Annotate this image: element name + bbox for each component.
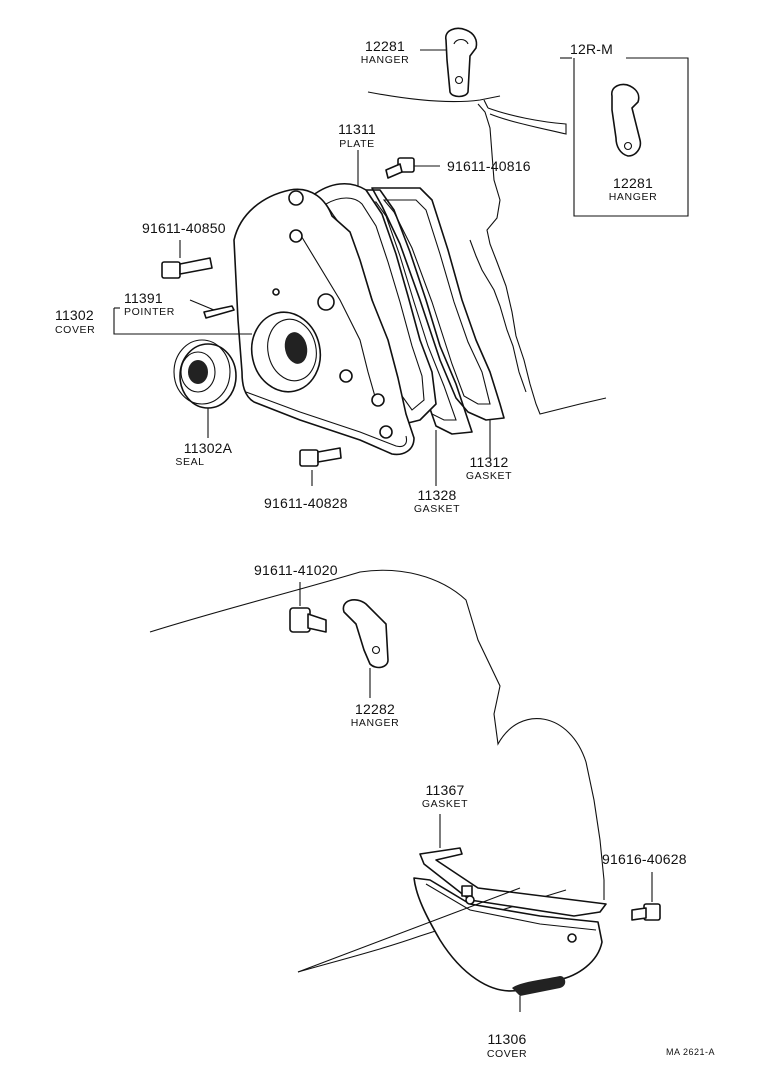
label-11328-number: 11328 (417, 487, 457, 503)
bolt-91611-40828-shape (299, 447, 342, 486)
label-11302a-number: 11302A (183, 440, 233, 456)
gasket-11312-shape (371, 187, 505, 458)
label-11312-name: GASKET (465, 470, 513, 482)
label-12281-top-number: 12281 (365, 38, 405, 54)
variant-box-title: 12R-M (570, 41, 614, 57)
label-12281-box-number: 12281 (613, 175, 653, 191)
bolt-91611-40850-shape (161, 240, 213, 279)
variant-box-12r-m (483, 57, 689, 217)
label-91611-40828: 91611-40828 (264, 495, 348, 511)
label-91611-40816: 91611-40816 (447, 158, 531, 174)
label-91616-40628: 91616-40628 (602, 851, 687, 867)
diagram-code: MA 2621-A (666, 1047, 716, 1057)
oil-pan-cover-11306-shape (413, 877, 603, 1012)
label-11311-number: 11311 (338, 121, 376, 137)
label-11367-name: GASKET (421, 798, 469, 810)
bolt-91611-41020-shape (289, 582, 327, 633)
pointer-11391-shape (189, 299, 235, 319)
label-11302a-name: SEAL (175, 456, 205, 468)
label-12281-box-name: HANGER (608, 191, 658, 203)
label-11306-number: 11306 (487, 1031, 527, 1047)
label-12281-top-name: HANGER (360, 54, 410, 66)
label-91611-40850: 91611-40850 (142, 220, 226, 236)
timing-cover-11302-shape (113, 188, 415, 456)
label-12282-name: HANGER (350, 717, 400, 729)
bolt-91616-40628-shape (631, 872, 661, 921)
label-11328-name: GASKET (413, 503, 461, 515)
label-12282-number: 12282 (355, 701, 395, 717)
label-11312-number: 11312 (469, 454, 509, 470)
label-11306-name: COVER (486, 1048, 528, 1060)
engine-block-outline (367, 91, 607, 415)
bolt-91611-40816-shape (385, 157, 440, 179)
hanger-12282-shape (342, 599, 389, 698)
label-91611-41020: 91611-41020 (254, 562, 338, 578)
label-11391-name: POINTER (124, 306, 175, 318)
label-11311-name: PLATE (339, 138, 375, 150)
hanger-12281-top-shape (420, 27, 478, 98)
label-11367-number: 11367 (425, 782, 465, 798)
gasket-11367-shape (419, 814, 607, 917)
label-11391-number: 11391 (124, 290, 163, 306)
label-11302-name: COVER (55, 324, 96, 336)
label-11302-number: 11302 (55, 307, 94, 323)
seal-11302a-shape (173, 339, 237, 438)
